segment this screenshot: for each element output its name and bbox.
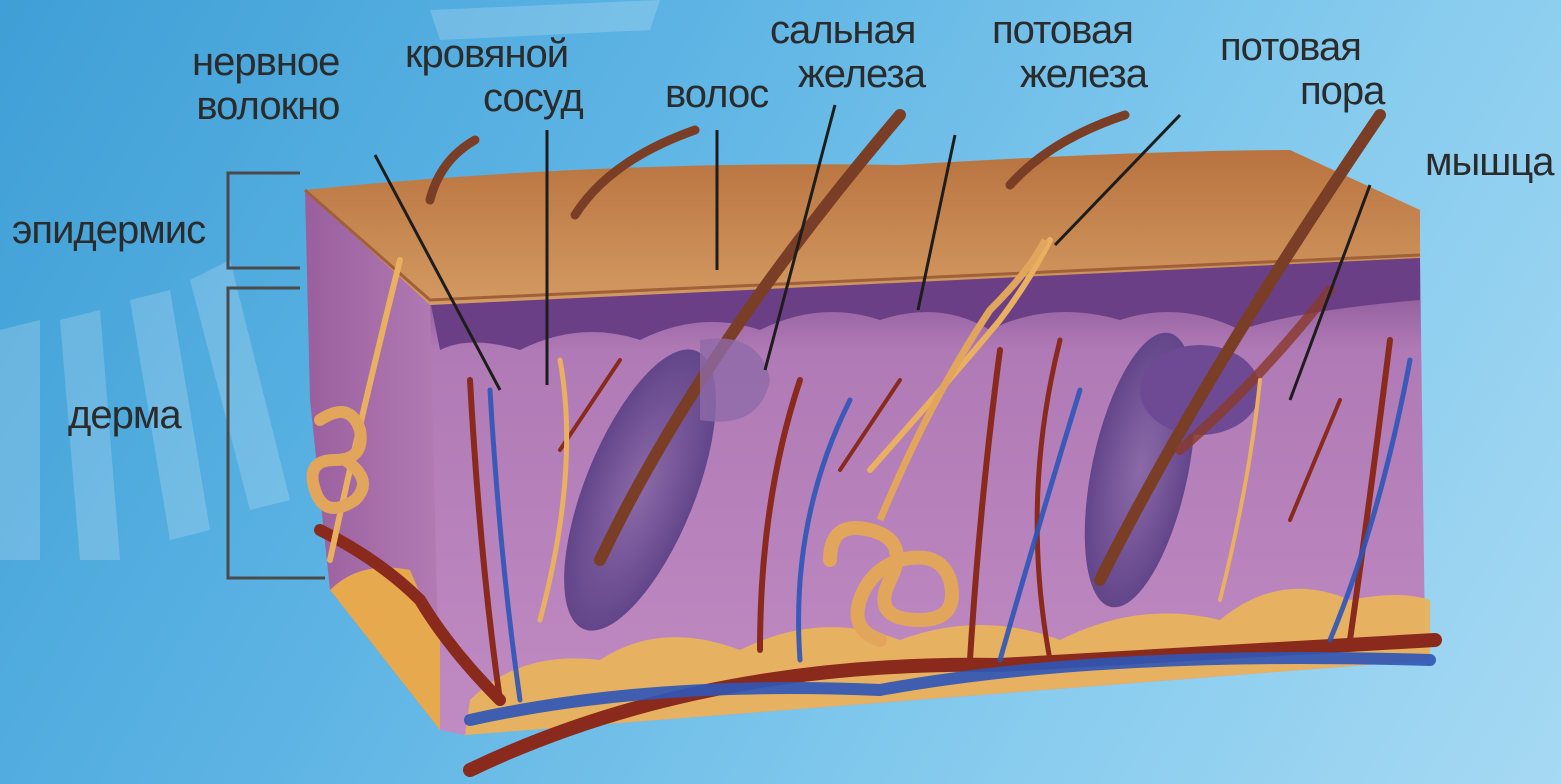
label-blood-vessel: кровяной сосуд: [405, 32, 583, 120]
label-sebaceous-gland: сальная железа: [770, 8, 925, 96]
label-sweat-pore-line1: потовая: [1220, 25, 1384, 69]
label-blood-vessel-line1: кровяной: [405, 32, 583, 76]
label-sebaceous-gland-line2: железа: [770, 52, 925, 96]
label-epidermis: эпидермис: [12, 208, 205, 252]
label-blood-vessel-line2: сосуд: [405, 76, 583, 120]
label-dermis: дерма: [68, 393, 181, 437]
label-nerve-fiber-line1: нервное: [192, 40, 339, 84]
label-sweat-gland: потовая железа: [992, 8, 1147, 96]
label-sebaceous-gland-line1: сальная: [770, 8, 925, 52]
label-hair: волос: [665, 72, 768, 116]
label-sweat-gland-line1: потовая: [992, 8, 1147, 52]
label-muscle: мышца: [1425, 140, 1554, 184]
epidermis-bracket: [228, 173, 300, 268]
label-sweat-pore-line2: пора: [1220, 69, 1384, 113]
label-nerve-fiber: нервное волокно: [192, 40, 339, 128]
label-sweat-pore: потовая пора: [1220, 25, 1384, 113]
label-nerve-fiber-line2: волокно: [192, 84, 339, 128]
label-sweat-gland-line2: железа: [992, 52, 1147, 96]
